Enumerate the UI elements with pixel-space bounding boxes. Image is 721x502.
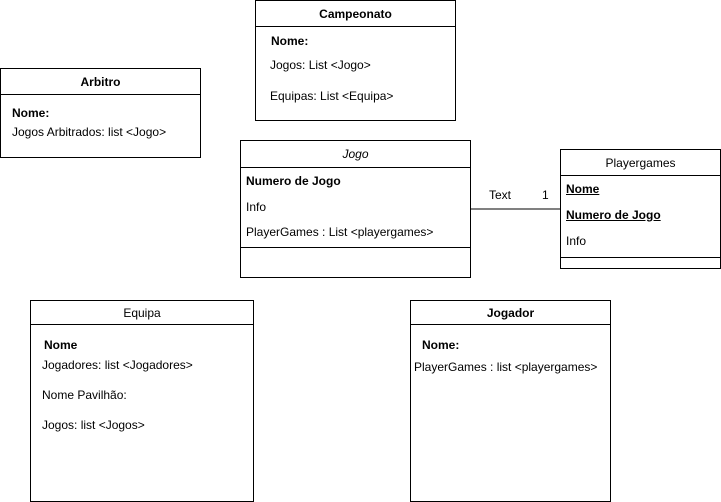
class-campeonato-title: Campeonato: [256, 1, 455, 27]
class-jogo-divider: [241, 247, 470, 248]
class-equipa-field: Jogadores: list <Jogadores>: [42, 358, 193, 372]
class-equipa-field: Nome: [44, 338, 78, 352]
class-playergames-field: Info: [566, 234, 587, 248]
class-jogador-field: PlayerGames : list <playergames>: [414, 360, 598, 374]
class-jogo-title: Jogo: [241, 141, 470, 168]
class-arbitro-title: Arbitro: [1, 69, 200, 95]
class-jogo-field: PlayerGames : List <playergames>: [246, 225, 434, 239]
class-playergames-field: Nome: [566, 182, 600, 196]
class-playergames[interactable]: Playergames Nome Numero de Jogo Info: [560, 149, 721, 269]
class-campeonato-field: Nome:: [271, 34, 309, 48]
class-jogador[interactable]: Jogador Nome: PlayerGames : list <player…: [410, 300, 611, 502]
class-equipa-title: Equipa: [31, 301, 253, 325]
class-jogo-field: Numero de Jogo: [246, 174, 341, 188]
class-playergames-field: Numero de Jogo: [566, 208, 661, 222]
association-label: Text: [489, 188, 512, 202]
class-arbitro-field: Jogos Arbitrados: list <Jogo>: [12, 125, 167, 139]
class-playergames-title: Playergames: [561, 150, 720, 176]
class-arbitro[interactable]: Arbitro Nome: Jogos Arbitrados: list <Jo…: [0, 68, 201, 158]
class-equipa-field: Jogos: list <Jogos>: [42, 418, 145, 432]
class-equipa[interactable]: Equipa Nome Jogadores: list <Jogadores> …: [30, 300, 254, 502]
class-equipa-field: Nome Pavilhão:: [42, 388, 127, 402]
class-jogo[interactable]: Jogo Numero de Jogo Info PlayerGames : L…: [240, 140, 471, 278]
class-campeonato-field: Equipas: List <Equipa>: [270, 89, 394, 103]
class-playergames-divider: [561, 257, 720, 258]
class-campeonato[interactable]: Campeonato Nome: Jogos: List <Jogo> Equi…: [255, 0, 456, 121]
class-campeonato-field: Jogos: List <Jogo>: [270, 58, 371, 72]
class-arbitro-field: Nome:: [12, 106, 50, 120]
association-multiplicity: 1: [542, 188, 549, 202]
class-jogador-title: Jogador: [411, 301, 610, 325]
class-jogador-field: Nome:: [422, 338, 460, 352]
class-jogo-field: Info: [246, 200, 267, 214]
